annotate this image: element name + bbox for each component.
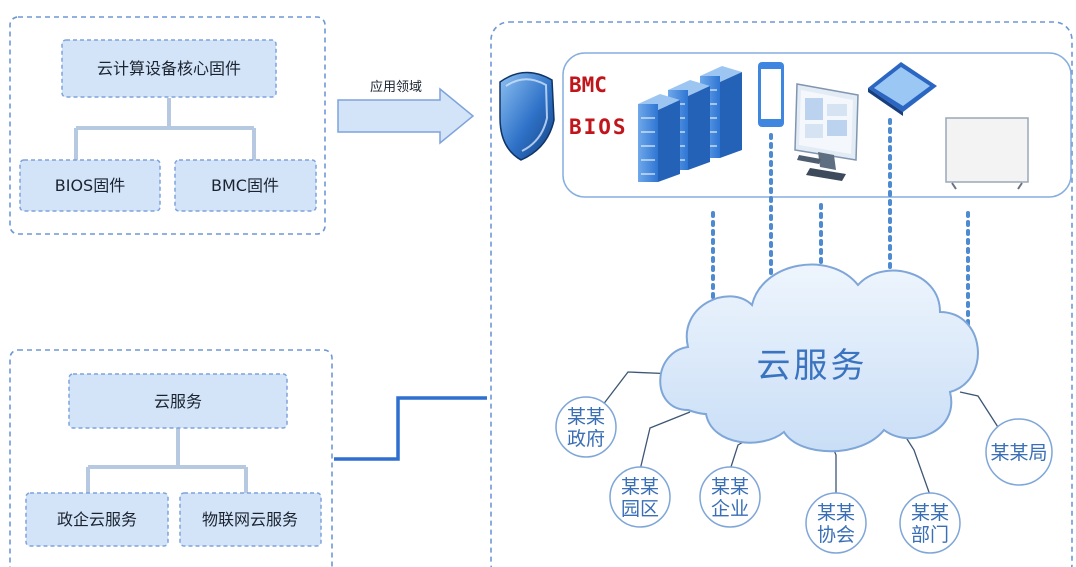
- node-cloud-service-label: 云服务: [154, 392, 202, 411]
- node-bmc-firmware-label: BMC固件: [211, 176, 279, 195]
- cloud-label: 云服务: [757, 346, 868, 386]
- node-bios-firmware-label: BIOS固件: [55, 176, 125, 195]
- node-bmc-firmware: BMC固件: [174, 159, 317, 212]
- group-connector-line: [334, 396, 487, 461]
- arrow-icon: [337, 87, 475, 145]
- monitor-icon: [794, 83, 859, 181]
- client-label: 部门: [911, 524, 949, 546]
- client-label: 政府: [567, 428, 605, 450]
- node-cloud-service: 云服务: [68, 373, 288, 429]
- bmc-firmware-tag: BMC: [569, 73, 607, 97]
- client-circle: [805, 492, 867, 554]
- client-label: 某某局: [990, 442, 1047, 464]
- cloud-icon: 云服务: [659, 263, 979, 453]
- client-label: 某某: [567, 406, 605, 428]
- client-node: 某某局: [985, 418, 1053, 486]
- node-core-firmware: 云计算设备核心固件: [61, 39, 277, 98]
- client-circle: [899, 492, 961, 554]
- client-label: 园区: [621, 498, 659, 520]
- node-iot-cloud-label: 物联网云服务: [202, 510, 298, 529]
- client-nodes: 某某政府某某园区某某企业某某协会某某部门某某局: [555, 396, 1053, 554]
- tv-icon: [945, 117, 1029, 190]
- cloud-service-group-panel: 云服务 政企云服务 物联网云服务: [9, 349, 333, 567]
- node-iot-cloud: 物联网云服务: [179, 492, 322, 547]
- phone-icon: [758, 62, 784, 127]
- node-core-firmware-label: 云计算设备核心固件: [97, 59, 241, 78]
- client-circle: [555, 396, 617, 458]
- arrow-label: 应用领域: [370, 79, 422, 95]
- client-label: 协会: [817, 524, 855, 546]
- tablet-icon: [868, 62, 937, 116]
- firmware-group-border: [9, 16, 326, 235]
- application-arrow: 应用领域: [337, 79, 475, 145]
- client-label: 企业: [711, 498, 749, 520]
- server-rack-icon: [638, 66, 742, 182]
- firmware-group-panel: 云计算设备核心固件 BIOS固件 BMC固件: [9, 16, 326, 235]
- node-gov-enterprise-cloud-label: 政企云服务: [57, 510, 137, 529]
- shield-icon: [499, 71, 555, 161]
- client-label: 某某: [911, 502, 949, 524]
- bios-firmware-tag: BIOS: [569, 115, 628, 139]
- client-circle: [609, 466, 671, 528]
- client-circle: [699, 466, 761, 528]
- client-label: 某某: [817, 502, 855, 524]
- application-panel-border: [490, 21, 1073, 567]
- tree-connectors-top: [74, 98, 256, 160]
- node-bios-firmware: BIOS固件: [19, 159, 161, 212]
- client-circle: [985, 418, 1053, 486]
- cloud-service-group-border: [9, 349, 333, 567]
- node-gov-enterprise-cloud: 政企云服务: [25, 492, 169, 547]
- client-label: 某某: [711, 476, 749, 498]
- tree-connectors-bottom: [86, 428, 248, 493]
- client-label: 某某: [621, 476, 659, 498]
